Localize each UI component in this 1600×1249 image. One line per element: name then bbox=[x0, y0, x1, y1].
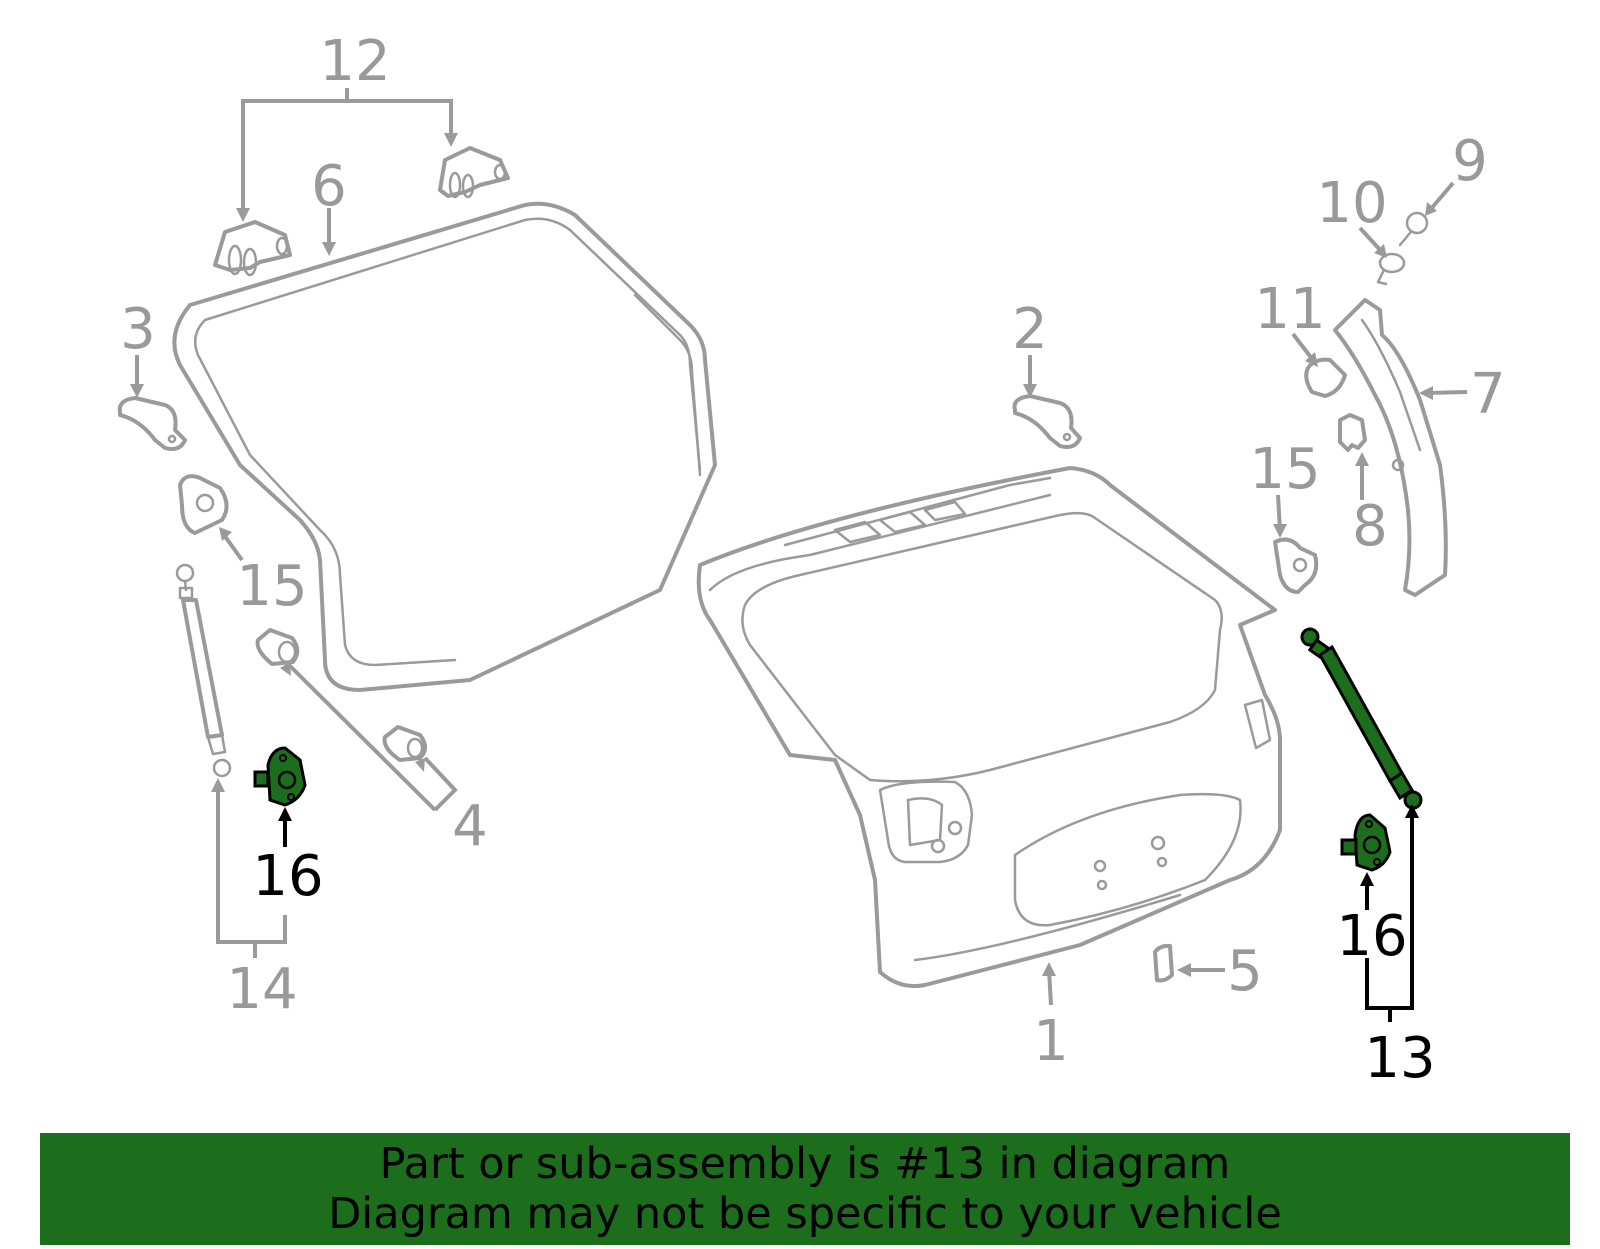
callout-8: 8 bbox=[1352, 494, 1388, 559]
plug-5 bbox=[1153, 943, 1174, 983]
callout-14: 14 bbox=[226, 957, 297, 1022]
callout-13: 13 bbox=[1364, 1026, 1435, 1091]
callout-11: 11 bbox=[1254, 277, 1325, 342]
callout-7: 7 bbox=[1470, 362, 1506, 427]
screw-9 bbox=[1398, 211, 1429, 247]
clip-10 bbox=[1376, 252, 1406, 286]
stopper-4b bbox=[382, 725, 427, 762]
callout-5: 5 bbox=[1227, 939, 1263, 1004]
clip-11 bbox=[1304, 357, 1347, 398]
lift-support-left bbox=[175, 563, 232, 778]
info-banner: Part or sub-assembly is #13 in diagram D… bbox=[40, 1133, 1570, 1245]
callout-3: 3 bbox=[120, 297, 156, 362]
back-door-panel bbox=[696, 466, 1282, 989]
callout-6: 6 bbox=[311, 154, 347, 219]
bracket-16-right-highlighted bbox=[1340, 813, 1392, 872]
stopper-4a bbox=[255, 628, 300, 666]
callout-15-left: 15 bbox=[236, 554, 307, 619]
garnish-7 bbox=[1333, 298, 1448, 597]
callout-16-left: 16 bbox=[252, 844, 323, 909]
leader-lines bbox=[130, 88, 1468, 1022]
bumper-2 bbox=[1012, 394, 1082, 449]
callout-9: 9 bbox=[1452, 129, 1488, 194]
callout-12: 12 bbox=[319, 29, 390, 94]
callout-16-right: 16 bbox=[1336, 904, 1407, 969]
callout-10: 10 bbox=[1316, 171, 1387, 236]
hinge-left bbox=[213, 220, 292, 277]
banner-line-part: Part or sub-assembly is #13 in diagram bbox=[379, 1139, 1231, 1189]
cushion-15-left bbox=[178, 474, 229, 535]
callout-labels: 1 2 3 4 5 6 7 8 9 10 11 12 13 14 15 15 1… bbox=[120, 29, 1506, 1091]
callout-2: 2 bbox=[1012, 297, 1048, 362]
hinge-right bbox=[438, 146, 510, 199]
rear-glass bbox=[172, 201, 717, 692]
lift-support-right-highlighted bbox=[1300, 627, 1423, 810]
callout-4: 4 bbox=[452, 794, 488, 859]
callout-15-right: 15 bbox=[1249, 437, 1320, 502]
clip-8 bbox=[1338, 413, 1367, 452]
callout-1: 1 bbox=[1033, 1009, 1069, 1074]
bumper-3 bbox=[117, 396, 187, 451]
parts-diagram: 1 2 3 4 5 6 7 8 9 10 11 12 13 14 15 15 1… bbox=[117, 29, 1506, 1091]
banner-line-disclaimer: Diagram may not be specific to your vehi… bbox=[328, 1189, 1282, 1239]
bracket-16-left-highlighted bbox=[253, 746, 307, 807]
cushion-15-right bbox=[1273, 537, 1319, 594]
